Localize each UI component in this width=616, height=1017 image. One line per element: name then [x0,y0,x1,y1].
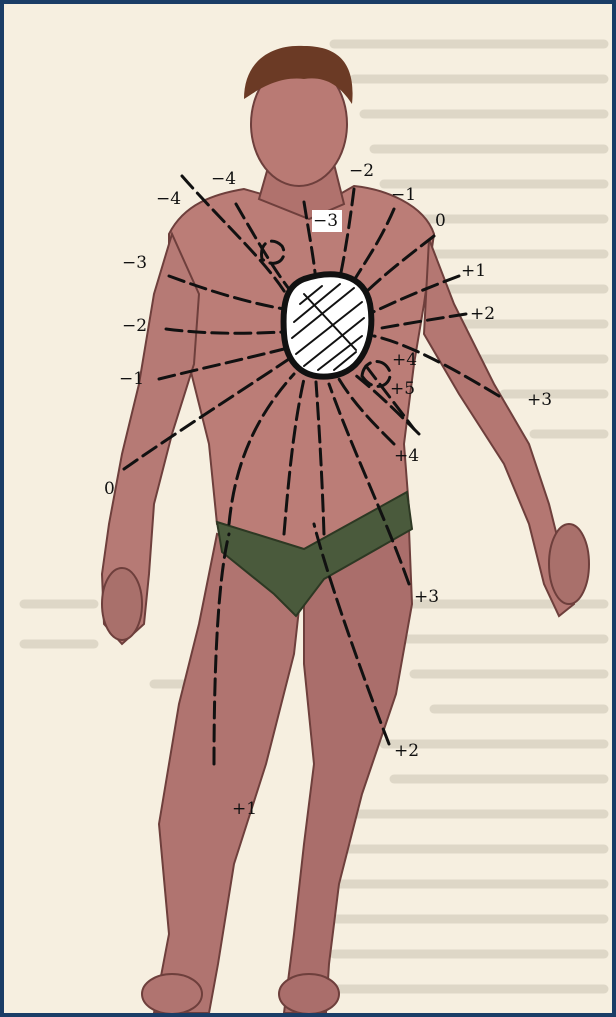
label-zero-top: 0 [435,211,446,231]
label-plus4-b: +4 [394,446,419,466]
label-minus4-b: −4 [211,169,236,189]
label-plus4-a: +4 [392,350,417,370]
label-plus1: +1 [461,261,486,281]
electric-field-diagram: −4 −4 −2 −1 −3 0 +1 +2 −3 −2 −1 0 +4 +5 … [4,4,612,1013]
label-minus3-center: −3 [313,211,338,231]
label-plus3-leg: +3 [414,587,439,607]
label-minus1-left: −1 [119,369,144,389]
heart-symbol [284,274,372,376]
heart-outline [284,274,372,376]
label-plus2: +2 [470,304,495,324]
label-plus5: +5 [390,379,415,399]
label-plus2-leg: +2 [394,741,419,761]
label-minus4-a: −4 [156,189,181,209]
label-minus2-left: −2 [122,316,147,336]
left-foot [142,974,202,1013]
right-foot [279,974,339,1013]
label-minus2-top: −2 [349,161,374,181]
label-zero-left: 0 [104,479,115,499]
label-minus3-left: −3 [122,253,147,273]
left-hand [102,568,142,640]
label-plus1-leg: +1 [232,799,257,819]
left-leg [154,534,304,1013]
right-hand [549,524,589,604]
label-plus3-arm: +3 [527,390,552,410]
label-minus1-top: −1 [391,185,416,205]
